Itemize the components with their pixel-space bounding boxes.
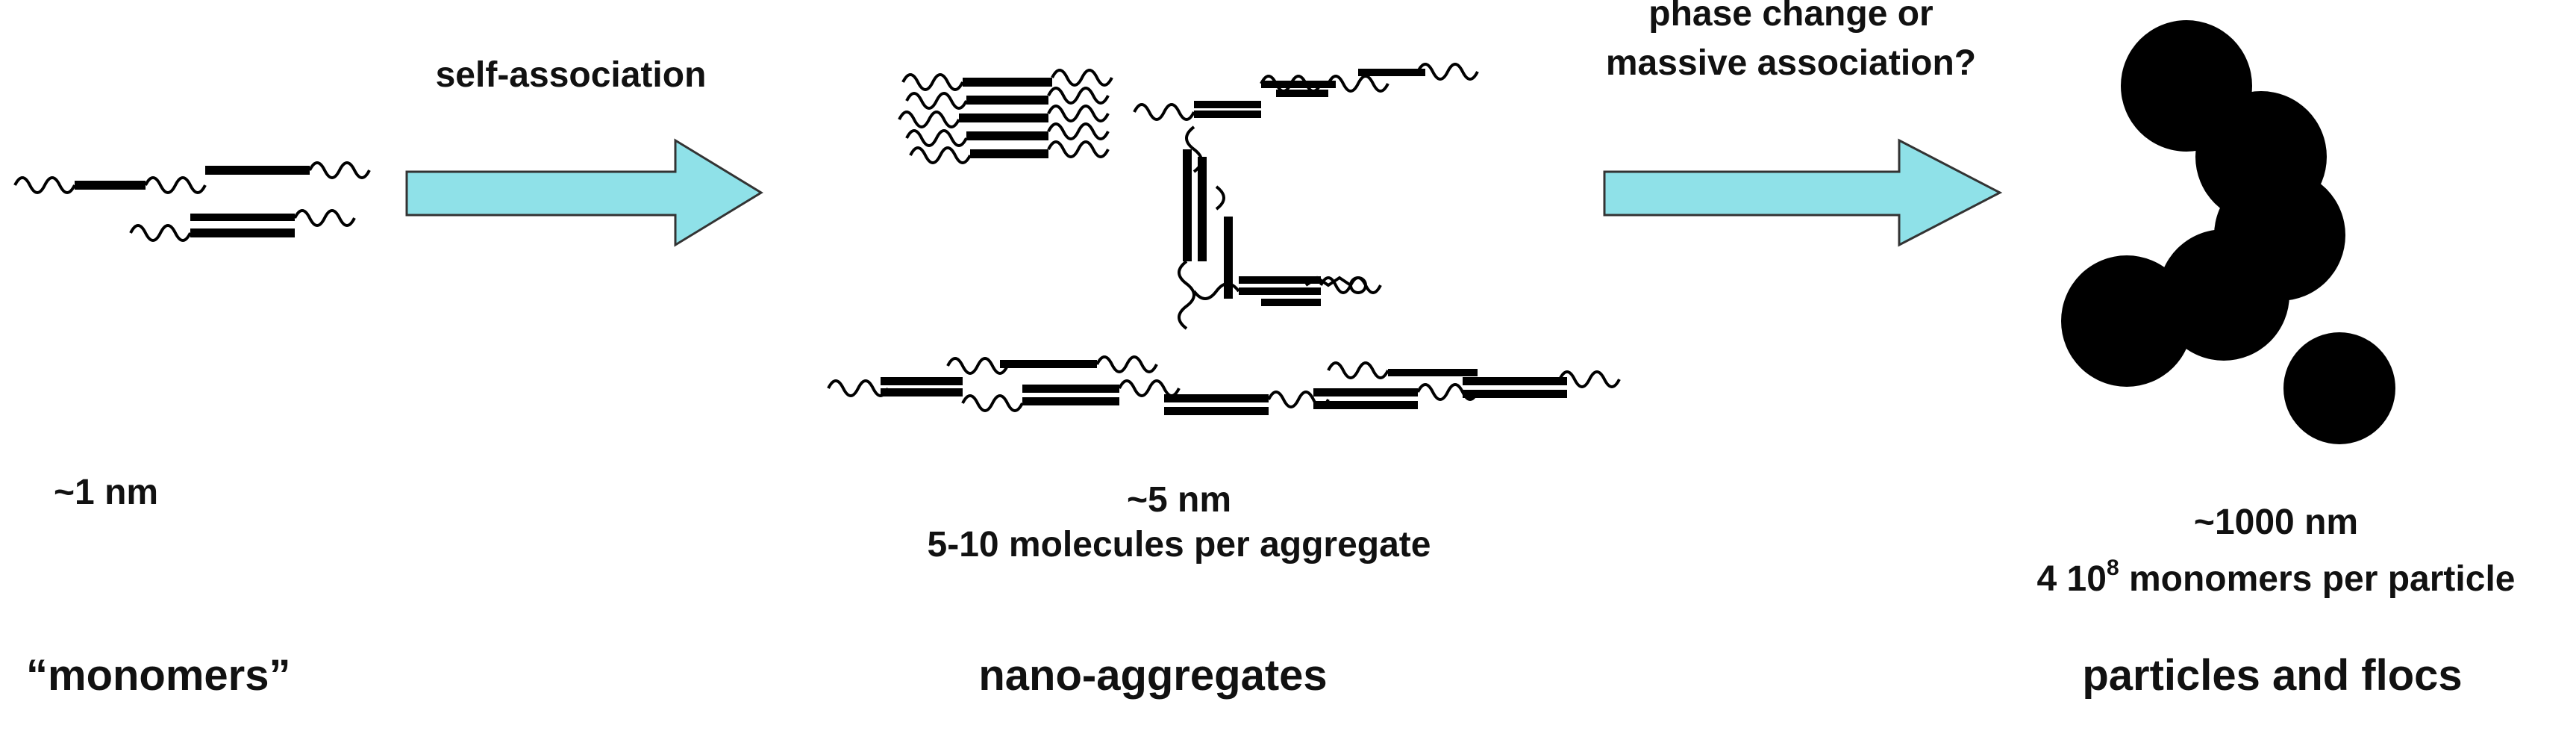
nano-aggregate-size: ~5 nm <box>1126 480 1232 520</box>
particle-detail-prefix: 4 10 <box>2036 559 2107 599</box>
nano-aggregate-detail: 5-10 molecules per aggregate <box>927 525 1431 565</box>
particle-cluster <box>2061 20 2395 444</box>
particle-detail: 4 108 monomers per particle <box>2037 549 2516 602</box>
monomer-1 <box>13 161 371 194</box>
particle-detail-suffix: monomers per particle <box>2119 559 2516 599</box>
monomer-2 <box>129 209 356 242</box>
arrow-1-label: self-association <box>435 55 707 95</box>
particle-size: ~1000 nm <box>2193 503 2359 542</box>
nano-aggregate-stack <box>898 69 1113 164</box>
nano-aggregate-chain <box>827 355 1621 415</box>
particle-category: particles and flocs <box>2082 651 2463 700</box>
particle <box>2283 332 2395 444</box>
monomer-category: “monomers” <box>26 651 291 700</box>
arrow-phase-change <box>1603 138 2003 247</box>
arrow-2-label-line2: massive association? <box>1605 43 1977 83</box>
monomer-molecules <box>13 161 371 242</box>
nano-aggregate-category: nano-aggregates <box>978 651 1328 700</box>
arrow-2-label-line1: phase change or <box>1648 0 1933 34</box>
arrow-self-association <box>405 138 763 247</box>
particle-detail-exponent: 8 <box>2106 556 2119 580</box>
monomer-size: ~1 nm <box>54 473 159 512</box>
particle <box>2061 255 2192 387</box>
nano-aggregate-branched <box>1133 63 1479 330</box>
